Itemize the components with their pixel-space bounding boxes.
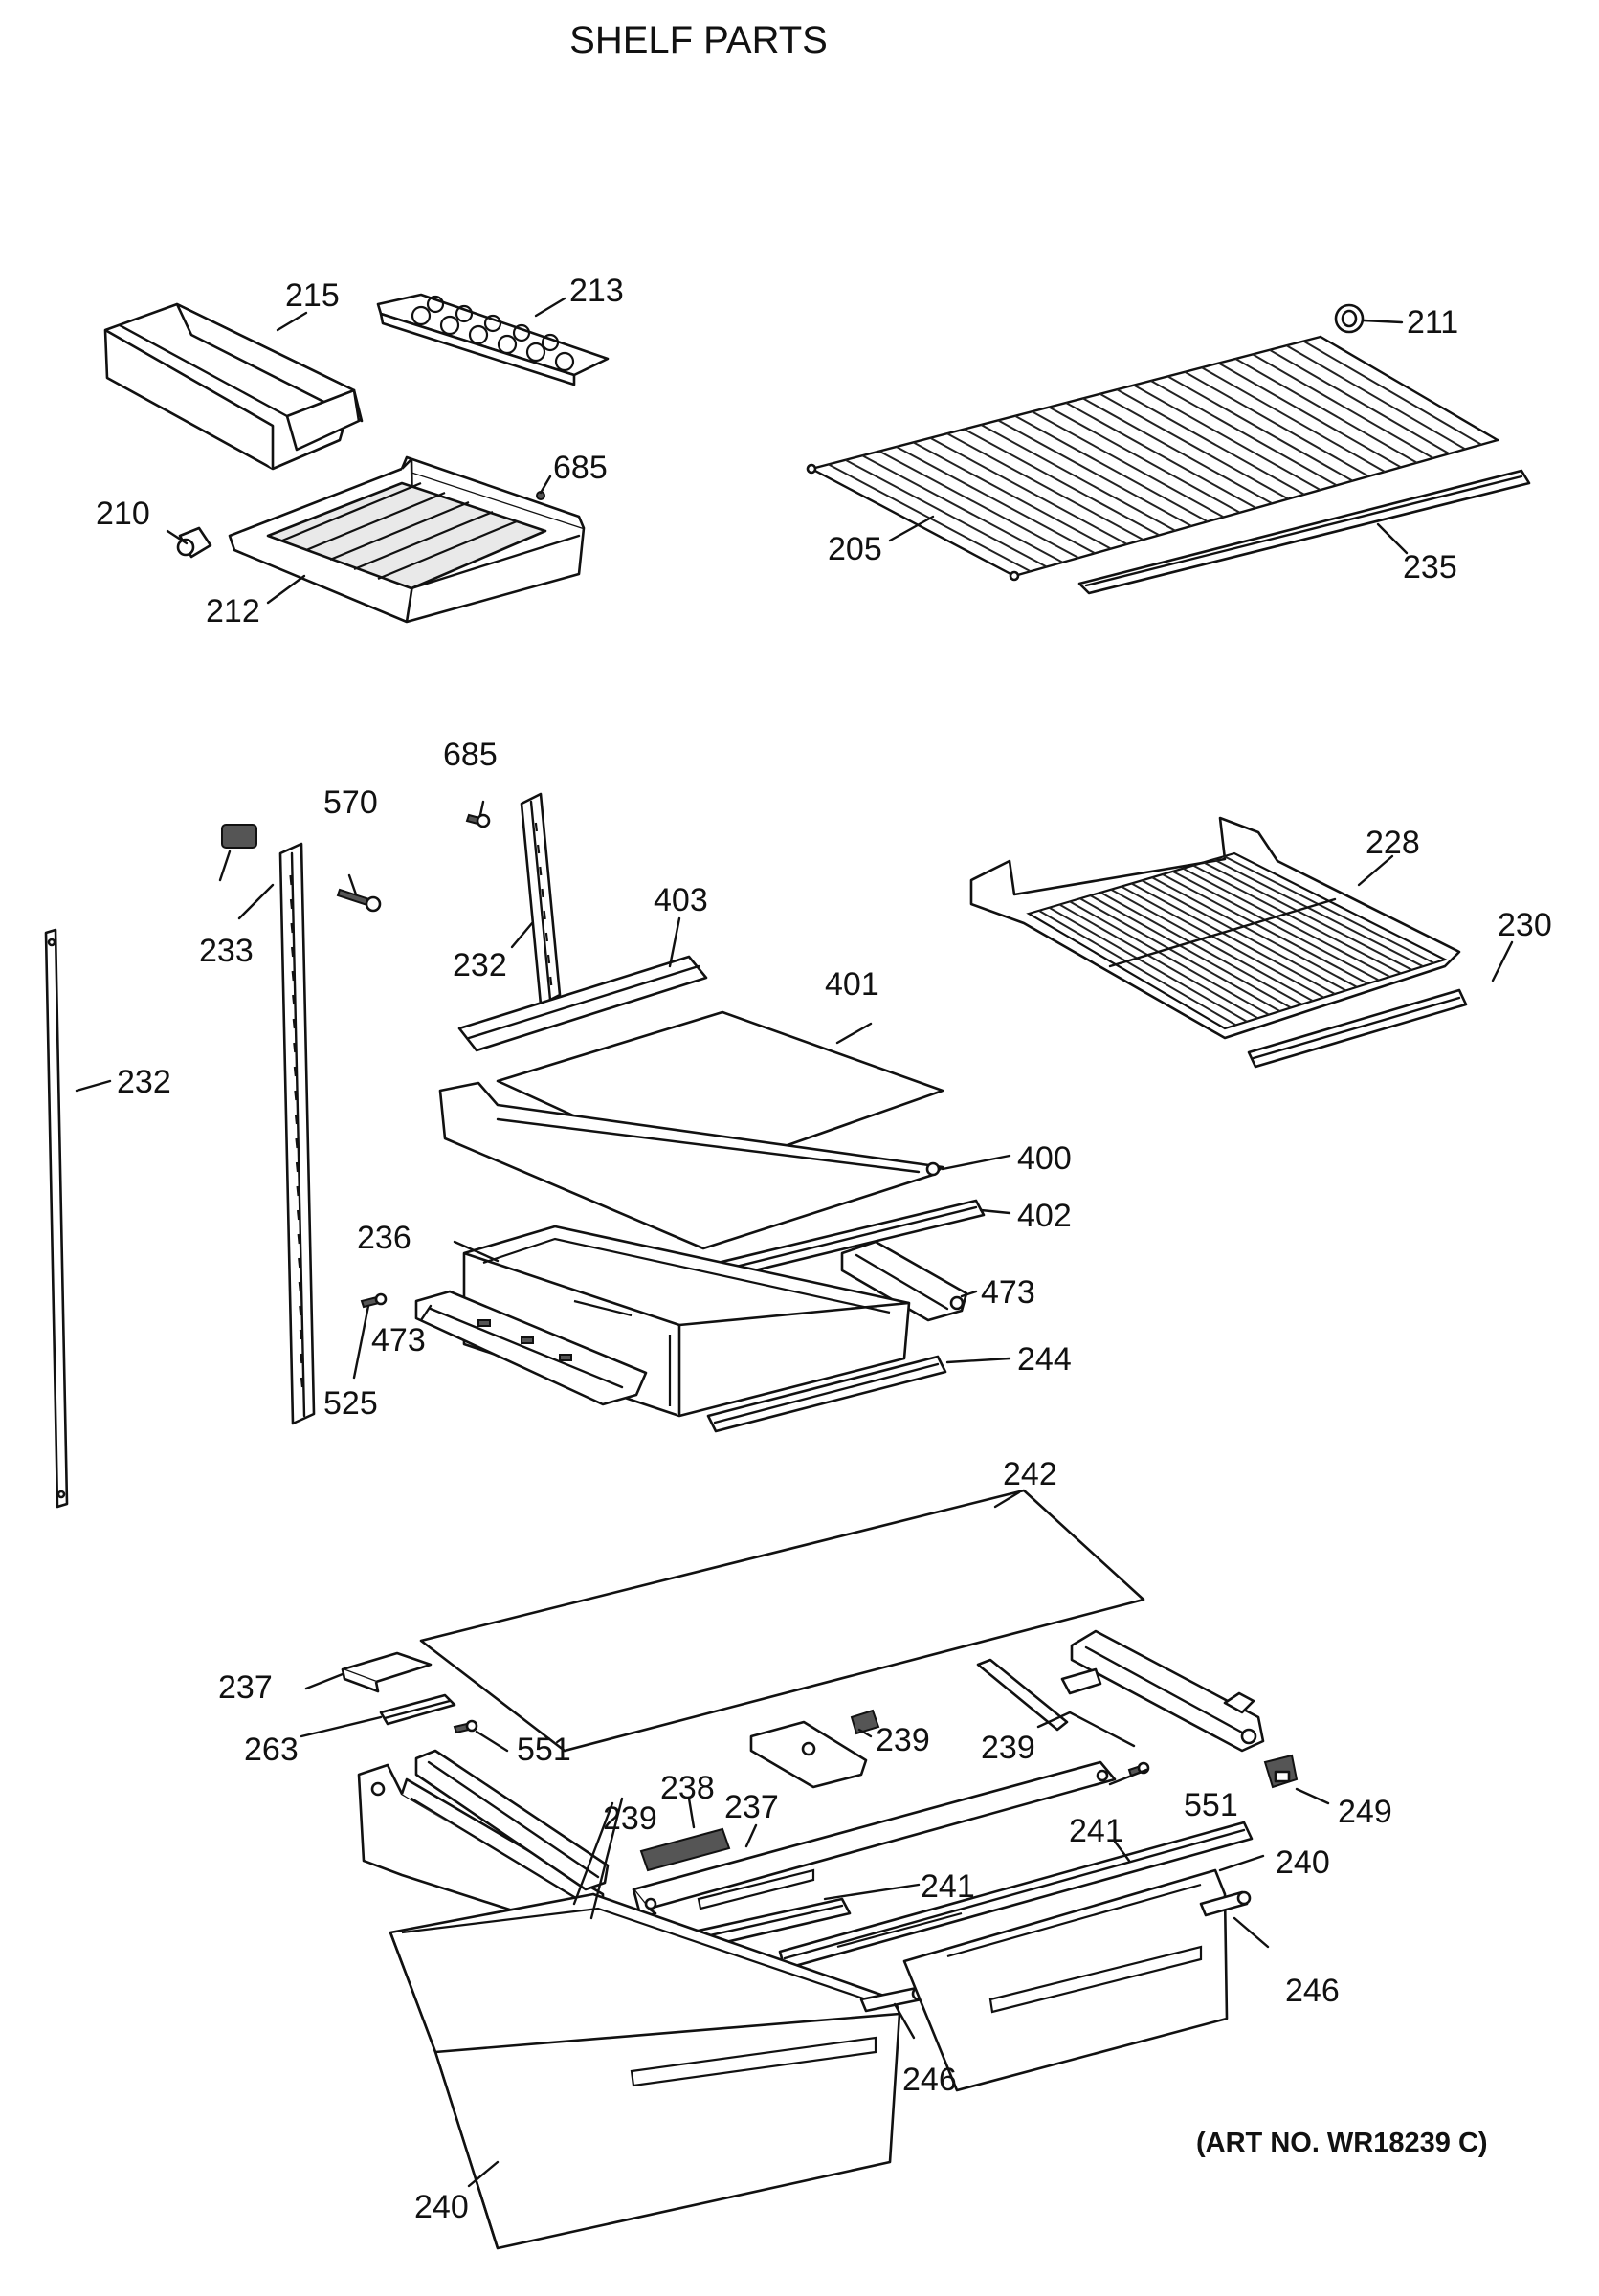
label-402: 402 [1017,1198,1072,1234]
label-473: 473 [981,1274,1035,1311]
part-228-wire-shelf [969,816,1461,1040]
label-240: 240 [1276,1844,1330,1881]
label-210: 210 [96,496,150,532]
part-210-knob [176,526,212,559]
label-232: 232 [453,947,507,983]
label-211: 211 [1407,304,1458,341]
label-249: 249 [1338,1794,1392,1830]
part-212-bin [228,455,586,624]
part-525-screw [360,1292,388,1309]
part-205-wire-shelf [806,335,1499,582]
part-551-screw-left [453,1719,478,1734]
label-685: 685 [443,737,498,773]
label-228: 228 [1366,825,1420,861]
label-239: 239 [876,1722,930,1758]
part-213-egg-tray [376,293,610,386]
label-570: 570 [323,784,378,821]
part-215-tray [103,302,364,471]
part-685-screw-mid [465,813,491,828]
label-246: 246 [902,2062,957,2098]
part-249-latch [1263,1754,1299,1789]
part-211-cap [1334,303,1365,334]
page-title: SHELF PARTS [569,19,828,61]
part-235-trim [1077,469,1531,595]
label-401: 401 [825,966,879,1003]
part-570-screw [336,888,382,913]
part-238-clip [639,1827,731,1872]
label-239: 239 [981,1730,1035,1766]
label-238: 238 [660,1770,715,1806]
part-244-trim [706,1355,947,1433]
part-403-front-trim [457,955,708,1052]
label-551: 551 [517,1732,571,1768]
label-237: 237 [218,1669,273,1706]
label-215: 215 [285,277,340,314]
label-212: 212 [206,593,260,629]
label-230: 230 [1498,907,1552,943]
part-473-rail-right [840,1240,968,1322]
part-240-pan-right [902,1868,1252,2092]
label-244: 244 [1017,1341,1072,1378]
part-242-glass [419,1489,1145,1753]
art-number: (ART NO. WR18239 C) [1196,2128,1488,2158]
label-239: 239 [603,1800,657,1837]
part-230-trim [1247,988,1468,1069]
label-403: 403 [654,882,708,918]
label-685: 685 [553,450,608,486]
part-232-rail-left [44,928,69,1509]
part-400-frame [438,1081,944,1250]
part-233-rail [278,842,316,1425]
label-242: 242 [1003,1456,1057,1492]
part-232-rail-center [520,792,562,1006]
label-400: 400 [1017,1140,1072,1177]
part-241-trim-right [778,1821,1254,1971]
part-233-bracket [221,824,257,849]
label-263: 263 [244,1732,299,1768]
label-241: 241 [1069,1813,1123,1849]
label-213: 213 [569,273,624,309]
label-236: 236 [357,1220,411,1256]
part-239-rail-right [1070,1629,1265,1753]
label-525: 525 [323,1385,378,1422]
label-235: 235 [1403,549,1457,585]
part-labels: 215 213 211 685 210 212 205 235 685 570 … [96,273,1552,2225]
label-551: 551 [1184,1787,1238,1823]
label-241: 241 [921,1868,975,1905]
part-240-pan-left [389,1892,926,2250]
part-239-long-rail [414,1749,610,1891]
part-263-support [379,1693,456,1726]
part-239-clip-center [749,1709,880,1789]
label-233: 233 [199,933,254,969]
leader-lines [75,297,1514,2188]
label-205: 205 [828,531,882,567]
label-246: 246 [1285,1973,1340,2009]
label-237: 237 [724,1789,779,1825]
label-240: 240 [414,2189,469,2225]
label-232: 232 [117,1064,171,1100]
part-239-strip [976,1658,1102,1732]
part-237-support-left [341,1651,433,1693]
part-473-rail-left [414,1290,648,1406]
label-473: 473 [371,1322,426,1358]
